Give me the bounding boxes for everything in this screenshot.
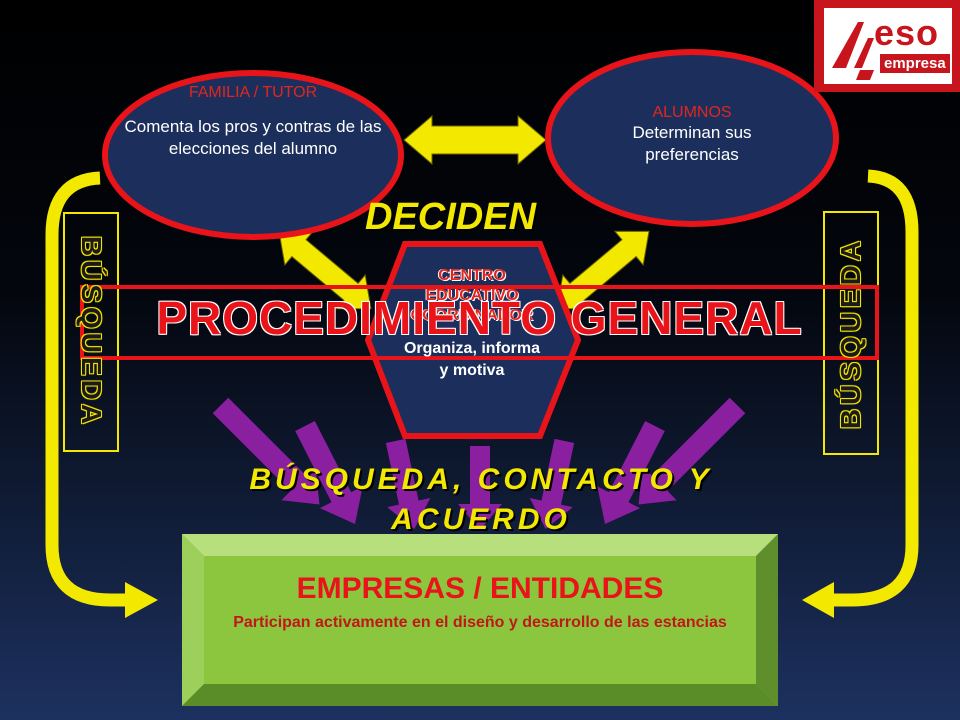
empresas-box <box>182 534 778 706</box>
centro-title: CENTRO EDUCATIVO COORDINADOR <box>410 267 534 324</box>
left-curved-arrow-head <box>125 582 158 618</box>
deciden-label: DECIDEN <box>365 196 537 238</box>
alumnos-title: ALUMNOS <box>652 104 732 121</box>
empresas-block: EMPRESAS / ENTIDADES Participan activame… <box>204 572 756 633</box>
logo: eso empresa <box>814 0 960 92</box>
alumnos-body: Determinan sus preferencias <box>632 123 752 164</box>
busqueda-left-frame <box>63 212 119 452</box>
logo-inner: eso empresa <box>824 8 952 84</box>
logo-text-sub: empresa <box>880 54 950 73</box>
centro-hexagon <box>364 241 582 439</box>
familia-block: FAMILIA / TUTOR Comenta los pros y contr… <box>110 84 396 160</box>
familia-title: FAMILIA / TUTOR <box>188 84 318 101</box>
busqueda-right-label: BÚSQUEDA <box>835 236 866 430</box>
double-arrow-top <box>403 114 547 166</box>
left-curved-arrow <box>45 171 128 607</box>
right-curved-arrow <box>830 169 919 607</box>
procedimiento-frame <box>80 285 879 360</box>
familia-body: Comenta los pros y contras de las elecci… <box>124 117 382 158</box>
empresas-title: EMPRESAS / ENTIDADES <box>296 572 664 605</box>
double-arrow-left <box>278 230 372 310</box>
logo-mark-icon <box>832 22 874 80</box>
right-curved-arrow-head <box>802 582 834 618</box>
centro-block: CENTRO EDUCATIVO COORDINADOR Organiza, i… <box>392 266 552 382</box>
purple-arrows <box>212 397 746 530</box>
alumnos-ellipse <box>545 49 839 227</box>
procedimiento-title: PROCEDIMIENTO GENERAL <box>156 292 803 344</box>
double-arrow-right <box>556 230 650 310</box>
logo-text-main: eso <box>874 12 940 53</box>
empresas-body: Participan activamente en el diseño y de… <box>233 614 727 631</box>
familia-ellipse <box>102 70 404 240</box>
alumnos-block: ALUMNOS Determinan sus preferencias <box>570 104 814 166</box>
busqueda-contacto-label: BÚSQUEDA, CONTACTO Y ACUERDO <box>249 463 713 536</box>
busqueda-left-label: BÚSQUEDA <box>76 235 107 429</box>
centro-body: Organiza, informa y motiva <box>403 340 541 379</box>
